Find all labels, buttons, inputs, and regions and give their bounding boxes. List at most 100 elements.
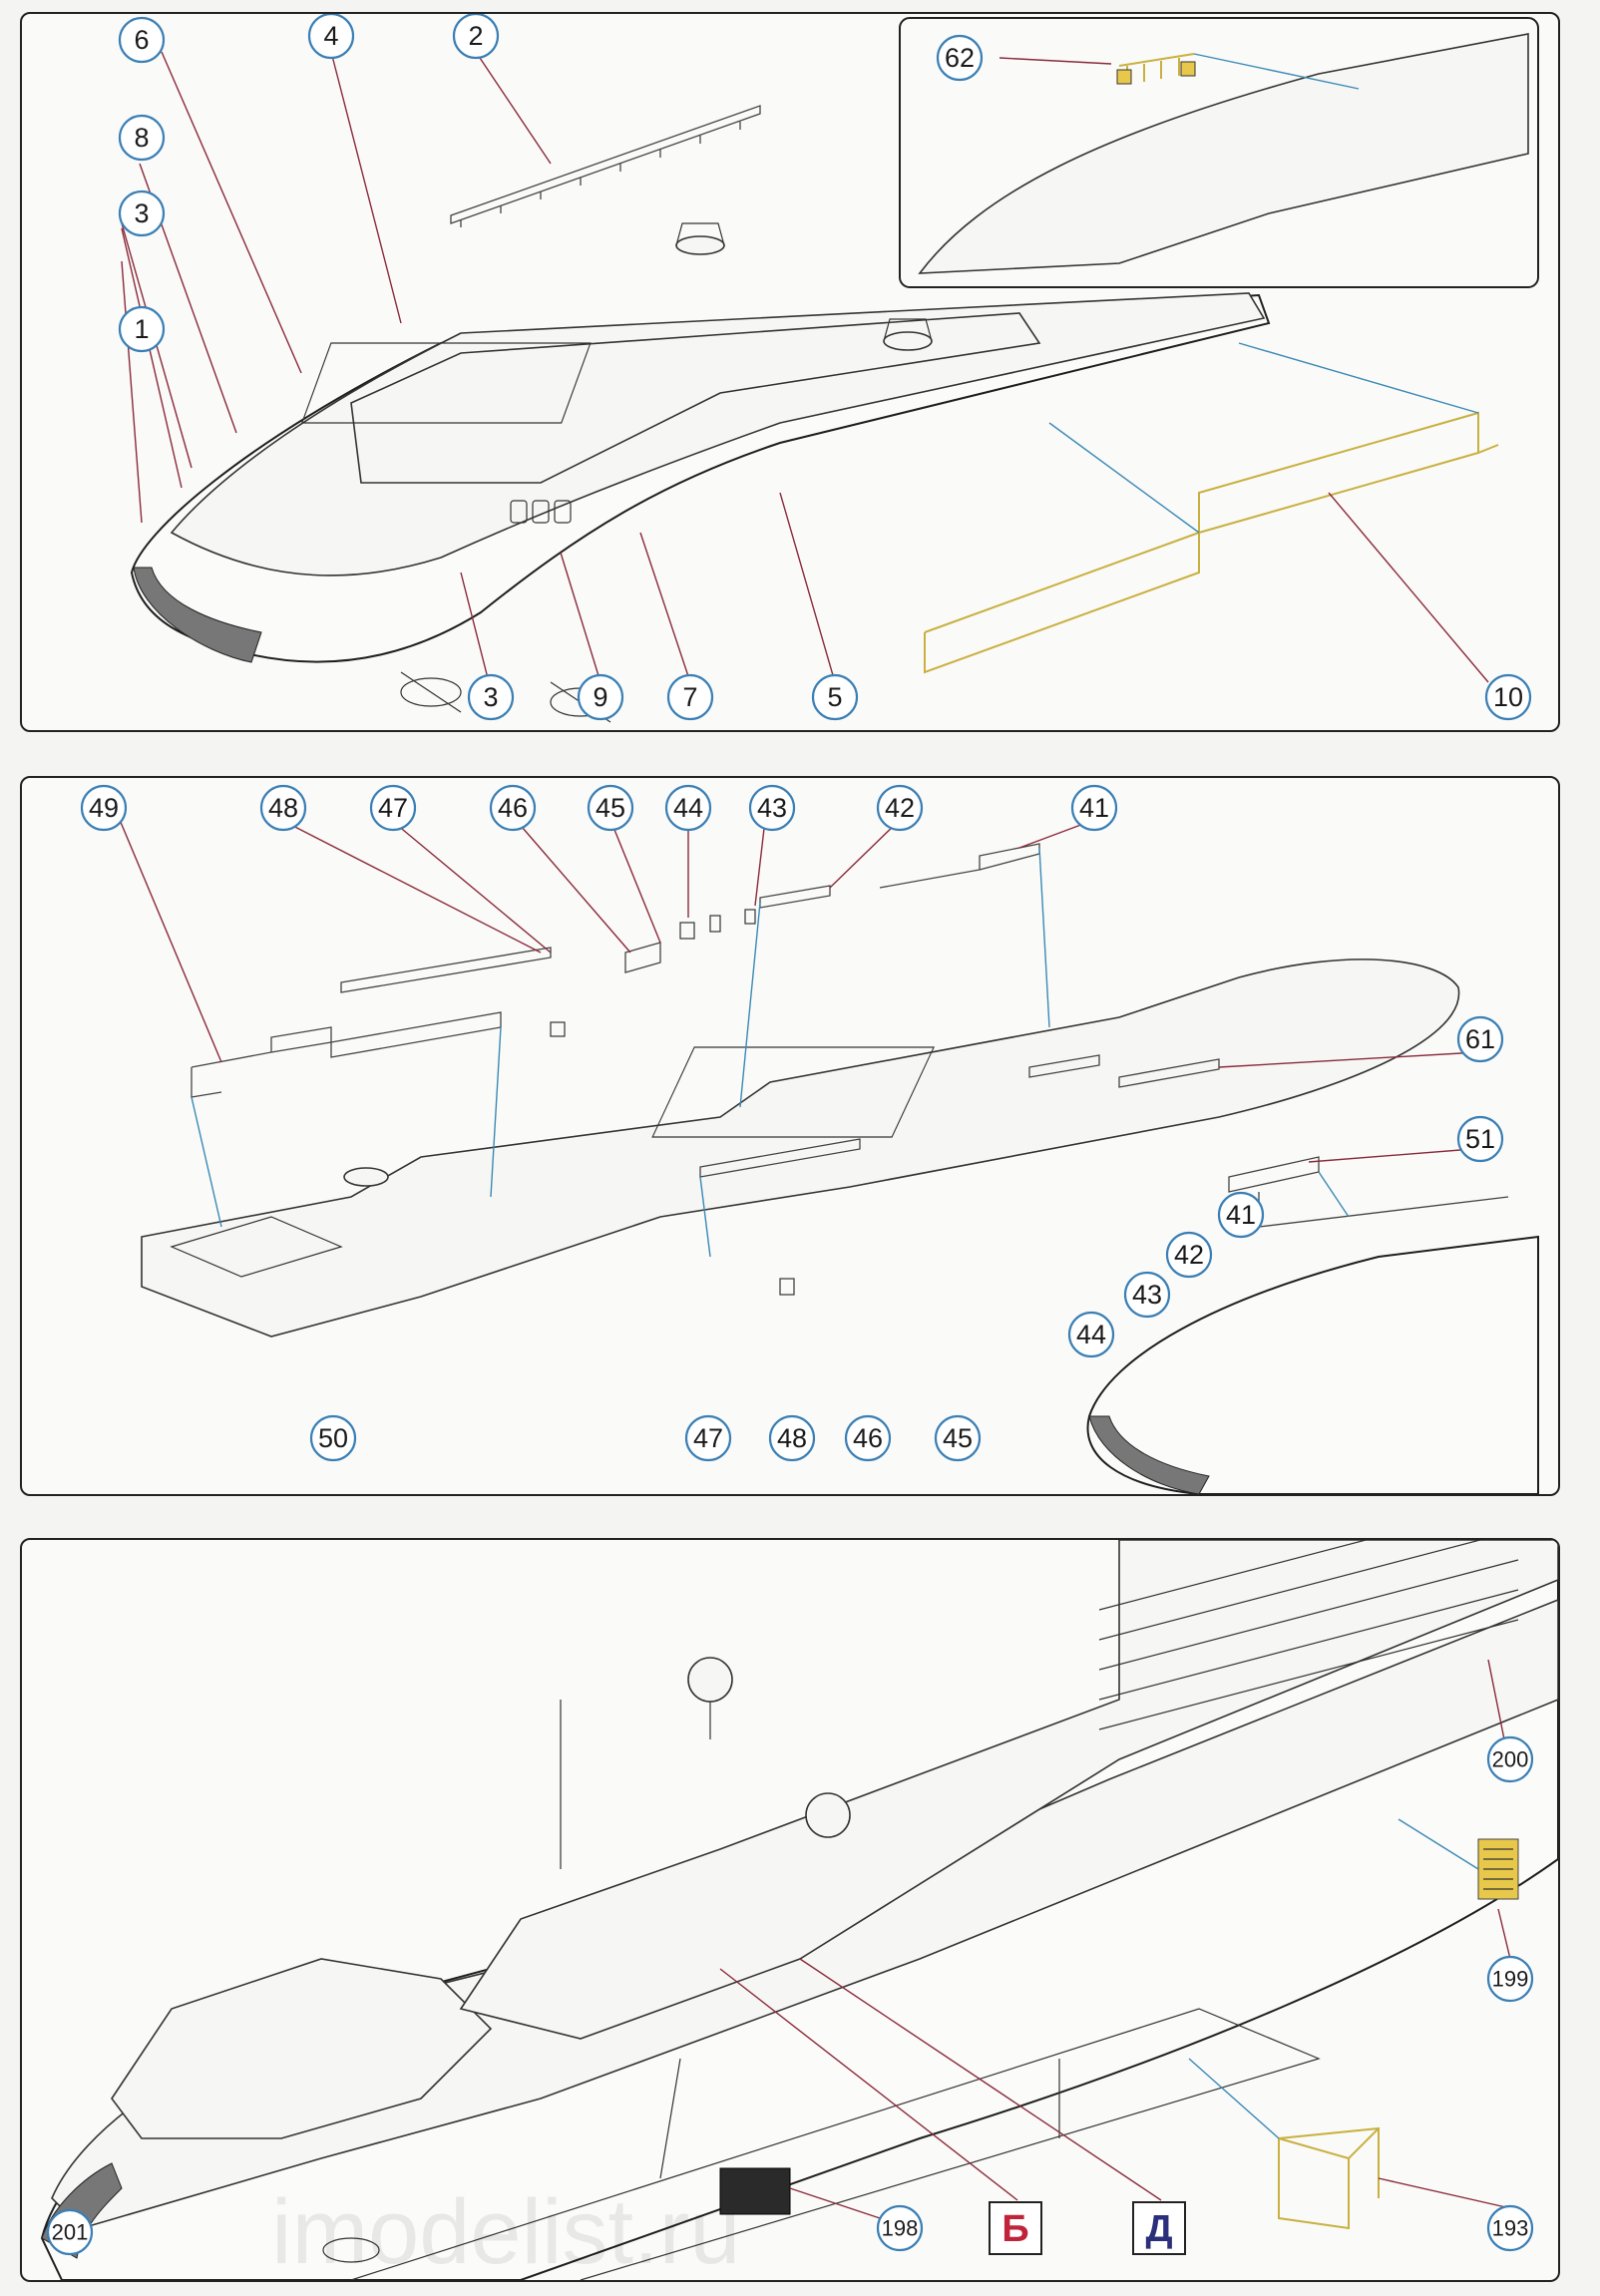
callout-label: 46 (498, 793, 528, 823)
callout-45-bottom: 45 (934, 1414, 982, 1462)
callout-label: 43 (1132, 1280, 1162, 1310)
callout-44-right: 44 (1067, 1311, 1115, 1358)
letter-marker-b: Б (989, 2201, 1042, 2255)
callout-label: 42 (1174, 1240, 1204, 1270)
callout-label: 62 (945, 43, 975, 73)
callout-label: 9 (593, 682, 607, 712)
radome-2 (805, 1792, 851, 1838)
callout-42-right: 42 (1165, 1231, 1213, 1279)
deck-funnel (343, 1167, 389, 1187)
panel-3-drawing: 200 199 193 198 201 Б Д imodelist.ru (40, 1540, 1558, 2280)
callout-45-top: 45 (587, 784, 634, 832)
window-row (510, 500, 572, 524)
display-stand (350, 2008, 1321, 2280)
callout-3-left: 3 (118, 190, 166, 237)
railing-part-2 (450, 105, 761, 227)
callout-label: 41 (1226, 1200, 1256, 1230)
railing-part-42 (759, 885, 831, 909)
callout-6: 6 (118, 16, 166, 64)
railing-part-47 (340, 947, 552, 993)
callout-41-top: 41 (1070, 784, 1118, 832)
callout-46-top: 46 (489, 784, 537, 832)
callout-3-bottom: 3 (467, 673, 515, 721)
callout-200: 200 (1486, 1735, 1534, 1783)
callout-label: 7 (682, 682, 697, 712)
callout-label: 199 (1492, 1967, 1529, 1992)
window-grid (1098, 1540, 1519, 1730)
part-193 (1278, 2126, 1380, 2230)
inset-superstructure (918, 33, 1529, 274)
callout-7: 7 (666, 673, 714, 721)
panel-2-drawing: 49 48 47 46 45 44 43 42 41 61 51 41 42 4… (80, 784, 1539, 1494)
callout-49: 49 (80, 784, 128, 832)
callout-201: 201 (46, 2208, 94, 2256)
placement-arrows (1048, 53, 1479, 534)
callout-62: 62 (936, 34, 984, 82)
leader-lines (119, 819, 1499, 1163)
callout-label: 3 (134, 198, 149, 228)
callout-label: 43 (757, 793, 787, 823)
railing-part-49 (191, 1011, 502, 1098)
callout-label: 193 (1492, 2216, 1529, 2241)
funnel-2 (883, 331, 933, 351)
callout-4: 4 (307, 14, 355, 60)
bow-fender-grid (133, 567, 262, 663)
placement-arrows (191, 847, 1350, 1258)
railing-part-41 (879, 843, 1040, 889)
hatch-panel (300, 342, 592, 424)
callout-label: 201 (52, 2220, 89, 2245)
callout-label: 61 (1465, 1024, 1495, 1054)
callout-label: 46 (853, 1423, 883, 1453)
small-parts (550, 909, 795, 1296)
callout-61: 61 (1456, 1015, 1504, 1063)
callout-51: 51 (1456, 1115, 1504, 1163)
callout-46-bottom: 46 (844, 1414, 892, 1462)
leader-lines (719, 1659, 1511, 2219)
assembly-panel-2: 49 48 47 46 45 44 43 42 41 61 51 41 42 4… (20, 776, 1560, 1496)
callout-48-bottom: 48 (768, 1414, 816, 1462)
part-199 (1477, 1838, 1519, 1900)
callout-5: 5 (811, 673, 859, 721)
callout-label: 10 (1493, 682, 1523, 712)
railing-part-46 (624, 942, 661, 973)
radome-1 (687, 1657, 733, 1703)
callout-label: 48 (777, 1423, 807, 1453)
callout-label: 45 (596, 793, 625, 823)
assembly-panel-1: 1 2 3 3 4 5 6 7 8 9 10 62 (20, 12, 1560, 732)
callout-42-top: 42 (876, 784, 924, 832)
part-198 (719, 2167, 791, 2215)
callout-label: 5 (827, 682, 842, 712)
bow-inset-hull (1086, 1235, 1539, 1494)
callout-label: 200 (1492, 1747, 1529, 1772)
railing-part-10 (924, 411, 1499, 674)
callout-label: 8 (134, 123, 149, 153)
letter-d-label: Д (1145, 2208, 1172, 2250)
callout-47-top: 47 (369, 784, 417, 832)
deck-plan (141, 958, 1460, 1338)
assembly-panel-3: 200 199 193 198 201 Б Д imodelist.ru (20, 1538, 1560, 2282)
callout-47-bottom: 47 (684, 1414, 732, 1462)
callout-43-right: 43 (1123, 1271, 1171, 1319)
callout-48-top: 48 (259, 784, 307, 832)
callout-label: 49 (89, 793, 119, 823)
callout-label: 1 (134, 314, 149, 344)
letter-marker-d: Д (1132, 2201, 1186, 2255)
railing-part-41-lower (1118, 1058, 1220, 1088)
callout-label: 44 (1076, 1320, 1106, 1349)
bow-inset-fender (1088, 1415, 1210, 1494)
callout-193: 193 (1486, 2204, 1534, 2252)
letter-b-label: Б (1001, 2208, 1028, 2250)
callout-label: 198 (882, 2216, 919, 2241)
callout-label: 3 (483, 682, 498, 712)
callout-label: 45 (943, 1423, 973, 1453)
callout-43-top: 43 (748, 784, 796, 832)
railing-part-47-lower (699, 1138, 861, 1178)
callout-label: 2 (468, 21, 483, 51)
superstructure (459, 1540, 1558, 2040)
watermark: imodelist.ru (271, 2181, 740, 2280)
railing-part-42-lower (1028, 1054, 1100, 1078)
leader-lines (121, 51, 1489, 683)
helideck (111, 1958, 493, 2139)
callout-1: 1 (118, 305, 166, 353)
callout-label: 51 (1465, 1124, 1495, 1154)
